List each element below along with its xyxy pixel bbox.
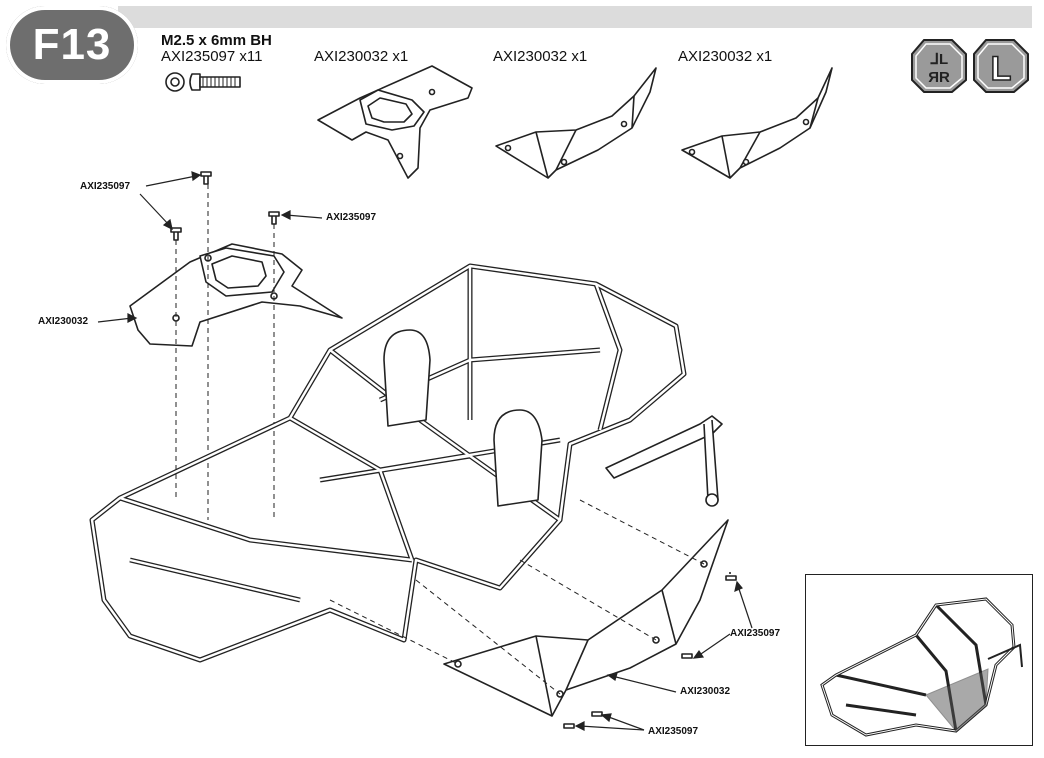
screw-bottom-1 <box>725 572 737 581</box>
side-icons-svg: ᒧL ЯR L <box>911 39 1029 93</box>
arrow-screw-b <box>579 725 645 731</box>
step-label: F13 <box>32 20 112 69</box>
inset-link-bar <box>987 643 1023 668</box>
part-qty-2: AXI230032 x1 <box>493 48 588 65</box>
exploded-top-panel <box>129 243 343 347</box>
callout-screw-top-left: AXI235097 <box>80 181 131 192</box>
side-panel-part-icon-2 <box>681 67 833 179</box>
seat-left <box>383 329 431 427</box>
side-panel-part-icon-1 <box>495 67 657 179</box>
inset-chassis <box>820 597 1023 737</box>
screw-bottom-2 <box>681 653 693 659</box>
callout-screw-bottom-right: AXI235097 <box>730 628 781 639</box>
part-qty-1: AXI230032 x1 <box>314 48 409 65</box>
arrow-panel-bottom <box>611 675 677 693</box>
side-link-bar <box>605 415 723 507</box>
step-badge: F13 <box>6 6 138 84</box>
seat-right <box>493 409 543 507</box>
side-icons: ᒧL ЯR L <box>910 38 1030 99</box>
arrow-screw-br-2 <box>697 633 731 657</box>
part-qty-3: AXI230032 x1 <box>678 48 773 65</box>
callout-panel-top: AXI230032 <box>38 316 89 327</box>
washer-icon <box>165 72 185 92</box>
arrow-panel-top <box>97 317 133 323</box>
hardware-part-qty: AXI235097 x11 <box>161 48 263 65</box>
screw-bottom-3 <box>563 723 575 729</box>
svg-text:ᒧL: ᒧL <box>930 51 948 68</box>
arrow-screw-top-1 <box>145 175 197 187</box>
left-right-side-icon: ᒧL ЯR <box>911 39 967 93</box>
arrow-screw-top-2 <box>139 193 171 227</box>
arrow-screw-top-3 <box>285 214 323 219</box>
svg-text:L: L <box>991 50 1012 88</box>
callout-panel-bottom: AXI230032 <box>680 686 731 697</box>
screw-top-3 <box>268 211 280 225</box>
top-panel-part-icon <box>317 65 473 179</box>
screw-top-1 <box>200 171 212 185</box>
svg-text:ЯR: ЯR <box>928 69 950 86</box>
hardware-name: M2.5 x 6mm BH <box>161 32 272 49</box>
screw-icon <box>189 73 241 91</box>
screw-bottom-4 <box>591 711 603 717</box>
callout-screw-top-right: AXI235097 <box>326 212 377 223</box>
callout-screw-bottom: AXI235097 <box>648 726 699 737</box>
left-side-icon: L <box>973 39 1029 93</box>
completed-view-inset <box>805 574 1033 746</box>
arrow-screw-b-2 <box>605 715 645 731</box>
arrow-screw-br <box>737 585 753 629</box>
header-bar <box>118 6 1032 28</box>
